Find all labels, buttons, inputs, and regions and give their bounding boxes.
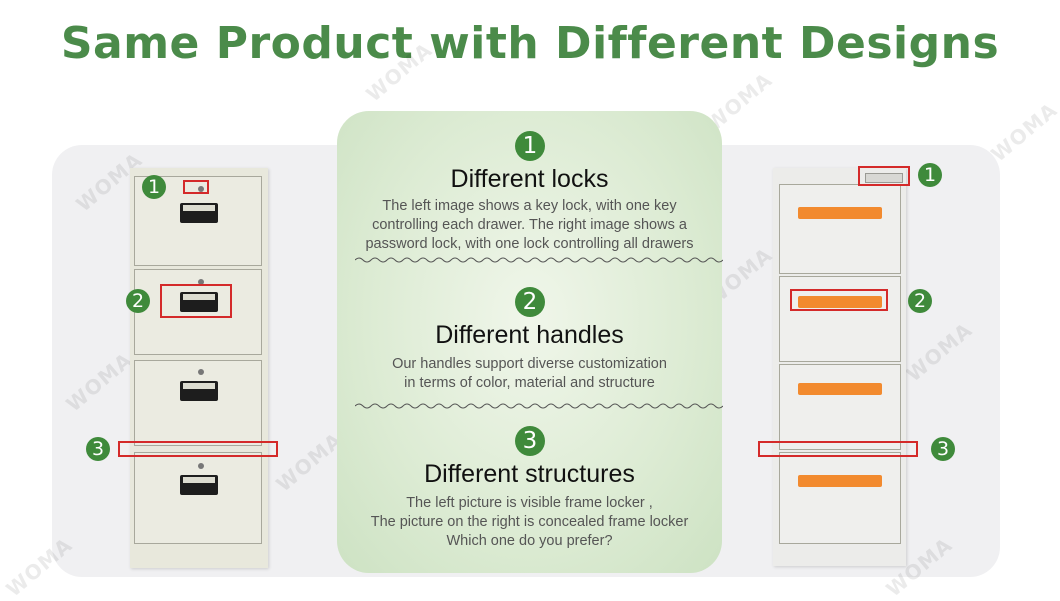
section-number: 1 xyxy=(515,131,545,161)
cabinet-drawer xyxy=(134,360,262,446)
key-lock-icon xyxy=(198,463,204,469)
marker-2: 2 xyxy=(126,289,150,313)
marker-1: 1 xyxy=(918,163,942,187)
cabinet-drawer xyxy=(779,452,901,544)
drawer-handle-icon xyxy=(180,292,218,312)
handle-highlight xyxy=(160,284,232,318)
marker-2: 2 xyxy=(908,289,932,313)
section-body: The left image shows a key lock, with on… xyxy=(365,198,694,252)
right-cabinet xyxy=(773,168,906,566)
cabinet-drawer xyxy=(134,452,262,544)
marker-1: 1 xyxy=(142,175,166,199)
key-lock-icon xyxy=(198,186,204,192)
frame-highlight xyxy=(118,441,278,457)
drawer-handle-icon xyxy=(798,383,882,395)
drawer-handle-icon xyxy=(180,203,218,223)
drawer-handle-icon xyxy=(180,381,218,401)
section-heading: Different structures xyxy=(424,460,635,488)
key-lock-icon xyxy=(198,369,204,375)
password-lock-icon xyxy=(865,173,903,183)
cabinet-drawer xyxy=(779,184,901,274)
wavy-divider xyxy=(355,257,723,263)
drawer-handle-icon xyxy=(180,475,218,495)
drawer-handle-icon xyxy=(798,296,882,308)
frame-highlight xyxy=(758,441,918,457)
lock-highlight xyxy=(858,166,910,186)
marker-3: 3 xyxy=(86,437,110,461)
section-number: 3 xyxy=(515,426,545,456)
drawer-handle-icon xyxy=(798,207,882,219)
page-title: Same Product with Different Designs xyxy=(60,18,1000,69)
left-cabinet xyxy=(130,168,268,568)
section-body: The left picture is visible frame locker… xyxy=(370,495,689,549)
marker-3: 3 xyxy=(931,437,955,461)
watermark: WOMA xyxy=(986,97,1060,167)
key-lock-icon xyxy=(198,279,204,285)
section-body: Our handles support diverse customizatio… xyxy=(392,356,667,391)
cabinet-drawer xyxy=(779,364,901,450)
section-heading: Different handles xyxy=(435,321,624,349)
section-number: 2 xyxy=(515,287,545,317)
drawer-handle-icon xyxy=(798,475,882,487)
section-heading: Different locks xyxy=(450,165,609,193)
wavy-divider xyxy=(355,403,723,409)
handle-highlight xyxy=(790,289,888,311)
center-panel: 1 Different locks The left image shows a… xyxy=(337,111,723,573)
lock-highlight xyxy=(183,180,209,194)
